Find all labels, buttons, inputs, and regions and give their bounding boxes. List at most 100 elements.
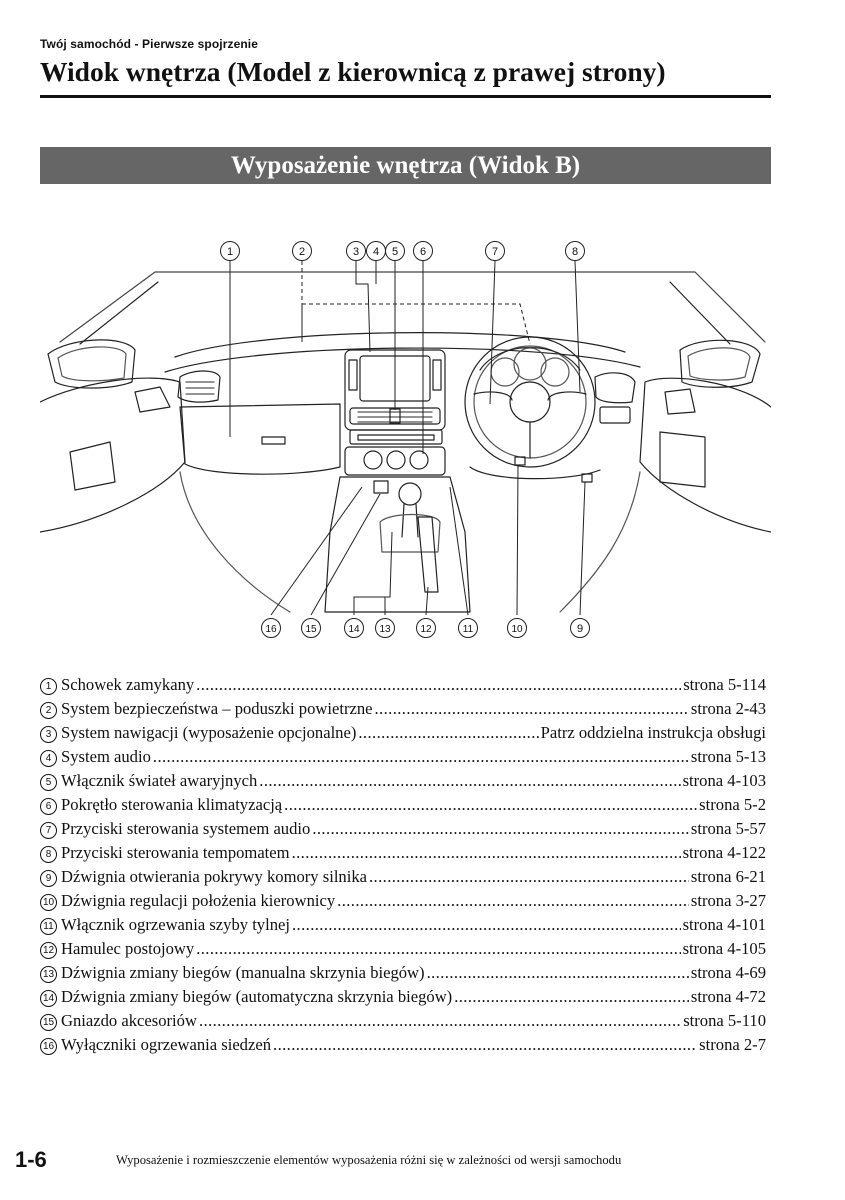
legend-label: System nawigacji (wyposażenie opcjonalne… xyxy=(61,723,357,742)
hood-release xyxy=(581,473,593,483)
callout-7: 7 xyxy=(492,246,498,258)
legend-page-ref: strona 5-110 xyxy=(683,1011,766,1030)
legend-number: 8 xyxy=(40,846,57,863)
legend-number: 2 xyxy=(40,702,57,719)
footer-note: Wyposażenie i rozmieszczenie elementów w… xyxy=(116,1153,622,1167)
legend-number: 5 xyxy=(40,774,57,791)
callout-11: 11 xyxy=(463,624,474,635)
legend-label: Przyciski sterowania tempomatem xyxy=(61,843,290,862)
glove-box xyxy=(179,403,341,475)
callout-12: 12 xyxy=(420,624,432,635)
legend-label: Hamulec postojowy xyxy=(61,939,195,958)
legend-number: 13 xyxy=(40,966,57,983)
legend-number: 9 xyxy=(40,870,57,887)
callouts-top xyxy=(220,241,585,261)
legend-page-ref: strona 2-7 xyxy=(699,1035,766,1054)
legend-label: Włącznik ogrzewania szyby tylnej xyxy=(61,915,290,934)
hazard-switch xyxy=(389,408,401,424)
legend-label: System bezpieczeństwa – poduszki powietr… xyxy=(61,699,373,718)
legend-page-ref: strona 4-72 xyxy=(690,987,766,1006)
legend-label: System audio xyxy=(61,747,151,766)
legend-number: 12 xyxy=(40,942,57,959)
callout-16: 16 xyxy=(265,624,277,635)
title-rule xyxy=(40,95,771,98)
legend-number: 11 xyxy=(40,918,57,935)
legend-page-ref: strona 4-103 xyxy=(682,771,766,790)
legend-number: 4 xyxy=(40,750,57,767)
callout-15: 15 xyxy=(305,624,317,635)
legend-page-ref: strona 5-114 xyxy=(683,675,766,694)
legend-page-ref: strona 4-69 xyxy=(690,963,766,982)
legend-page-ref: Patrz oddzielna instrukcja obsługi xyxy=(540,723,766,742)
page-number: 1-6 xyxy=(15,1147,47,1172)
legend-number: 10 xyxy=(40,894,57,911)
legend-page-ref: strona 5-57 xyxy=(690,819,766,838)
interior-illustration: 1 2 3 4 5 6 7 8 16 15 14 13 12 11 10 9 xyxy=(40,241,771,638)
callout-4: 4 xyxy=(373,246,379,258)
climate-knob-right xyxy=(409,450,429,470)
legend-label: Gniazdo akcesoriów xyxy=(61,1011,197,1030)
legend-page-ref: strona 5-2 xyxy=(699,795,766,814)
callout-14: 14 xyxy=(348,624,360,635)
legend-label: Pokrętło sterowania klimatyzacją xyxy=(61,795,283,814)
parking-brake xyxy=(417,516,439,593)
gear-knob xyxy=(398,482,422,506)
steering-wheel xyxy=(464,336,596,468)
legend-page-ref: strona 4-122 xyxy=(682,843,766,862)
legend-label: Dźwignia regulacji położenia kierownicy xyxy=(61,891,336,910)
legend-number: 1 xyxy=(40,678,57,695)
callout-2: 2 xyxy=(299,246,305,258)
legend-number: 16 xyxy=(40,1038,57,1055)
legend-number: 7 xyxy=(40,822,57,839)
callout-3: 3 xyxy=(353,246,359,258)
legend-page-ref: strona 2-43 xyxy=(690,699,766,718)
legend-number: 6 xyxy=(40,798,57,815)
callout-9: 9 xyxy=(577,623,583,635)
accessory-socket xyxy=(373,480,389,494)
legend-label: Przyciski sterowania systemem audio xyxy=(61,819,311,838)
legend-label: Włącznik świateł awaryjnych xyxy=(61,771,258,790)
legend-number: 3 xyxy=(40,726,57,743)
right-mirror xyxy=(679,339,761,388)
legend-page-ref: strona 3-27 xyxy=(690,891,766,910)
section-label: Twój samochód - Pierwsze spojrzenie xyxy=(40,37,258,51)
legend-page-ref: strona 4-101 xyxy=(682,915,766,934)
callout-1: 1 xyxy=(227,246,233,258)
legend-label: Dźwignia zmiany biegów (automatyczna skr… xyxy=(61,987,453,1006)
legend-page-ref: strona 4-105 xyxy=(682,939,766,958)
legend-number: 15 xyxy=(40,1014,57,1031)
left-mirror xyxy=(47,339,136,389)
climate-knob-center xyxy=(386,450,406,470)
legend-page-ref: strona 6-21 xyxy=(690,867,766,886)
callout-5: 5 xyxy=(392,246,398,258)
legend-label: Dźwignia otwierania pokrywy komory silni… xyxy=(61,867,367,886)
callouts-bottom xyxy=(261,618,590,638)
tilt-lever xyxy=(514,456,526,466)
climate-knob-left xyxy=(363,450,383,470)
legend-label: Wyłączniki ogrzewania siedzeń xyxy=(61,1035,272,1054)
callout-6: 6 xyxy=(420,246,426,258)
callout-8: 8 xyxy=(572,246,578,258)
legend-label: Schowek zamykany xyxy=(61,675,195,694)
legend-page-ref: strona 5-13 xyxy=(690,747,766,766)
callout-10: 10 xyxy=(511,624,523,635)
legend-number: 14 xyxy=(40,990,57,1007)
legend-label: Dźwignia zmiany biegów (manualna skrzyni… xyxy=(61,963,425,982)
